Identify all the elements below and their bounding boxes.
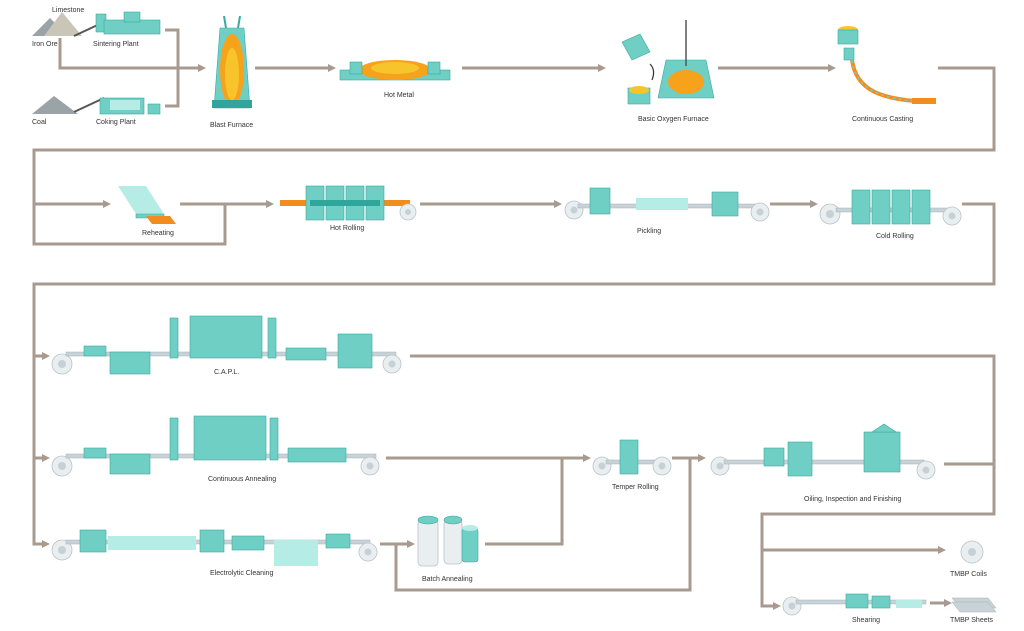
label-iron-ore: Iron Ore	[32, 41, 58, 48]
cold-rolling-mill-illustration	[819, 189, 962, 226]
reheating-furnace-illustration	[118, 186, 176, 224]
continuous-casting-illustration	[837, 26, 936, 104]
flow-iron-ore	[58, 38, 200, 70]
capl-line-illustration	[51, 315, 402, 375]
sintering-plant-illustration	[95, 11, 161, 35]
shearing-illustration	[782, 593, 927, 616]
basic-oxygen-furnace-illustration	[621, 20, 715, 105]
label-continuous-casting: Continuous Casting	[852, 116, 913, 123]
label-reheating: Reheating	[142, 230, 174, 237]
label-blast-furnace: Blast Furnace	[210, 122, 253, 129]
label-oiling-inspection-finishing: Oiling, Inspection and Finishing	[804, 496, 901, 503]
electrolytic-cleaning-illustration	[51, 529, 378, 566]
label-batch-annealing: Batch Annealing	[422, 576, 473, 583]
flow-batch-temper	[485, 458, 564, 546]
label-hot-rolling: Hot Rolling	[330, 225, 364, 232]
label-capl: C.A.P.L.	[214, 369, 239, 376]
coking-plant-illustration	[99, 97, 161, 115]
flow-cold-capl	[32, 202, 996, 358]
label-coking-plant: Coking Plant	[96, 119, 136, 126]
label-coal: Coal	[32, 119, 47, 126]
tmbp-sheets-illustration	[951, 597, 997, 613]
flow-casting-reheat	[32, 66, 996, 206]
label-sintering-plant: Sintering Plant	[93, 41, 139, 48]
flow-lines	[32, 28, 996, 608]
label-tmbp-sheets: TMBP Sheets	[950, 617, 994, 624]
oiling-inspection-illustration	[710, 423, 936, 480]
label-basic-oxygen-furnace: Basic Oxygen Furnace	[638, 116, 709, 123]
coal-pile	[32, 96, 105, 114]
batch-annealing-illustration	[417, 515, 479, 567]
flow-arrows	[42, 64, 952, 610]
label-electrolytic-cleaning: Electrolytic Cleaning	[210, 570, 274, 577]
pickling-line-illustration	[564, 187, 770, 222]
label-limestone: Limestone	[52, 7, 84, 14]
temper-rolling-illustration	[592, 439, 672, 476]
continuous-annealing-illustration	[51, 415, 380, 477]
label-cold-rolling: Cold Rolling	[876, 233, 914, 240]
label-hot-metal: Hot Metal	[384, 92, 414, 99]
flow-reheat-loop	[32, 204, 227, 246]
process-labels: Limestone Iron Ore Sintering Plant Coal …	[32, 7, 994, 624]
tmbp-coils-illustration	[960, 540, 984, 564]
hot-metal-car-illustration	[339, 60, 451, 81]
hot-rolling-mill-illustration	[280, 185, 417, 221]
flow-capl-shearing	[410, 354, 996, 608]
label-continuous-annealing: Continuous Annealing	[208, 476, 276, 483]
label-temper-rolling: Temper Rolling	[612, 484, 659, 491]
label-pickling: Pickling	[637, 228, 661, 235]
flow-to-electro	[32, 458, 44, 546]
limestone-iron-ore-piles	[32, 12, 105, 37]
blast-furnace-illustration	[212, 15, 252, 109]
label-tmbp-coils: TMBP Coils	[950, 571, 987, 578]
label-shearing: Shearing	[852, 617, 880, 624]
flow-to-contann	[32, 356, 44, 460]
